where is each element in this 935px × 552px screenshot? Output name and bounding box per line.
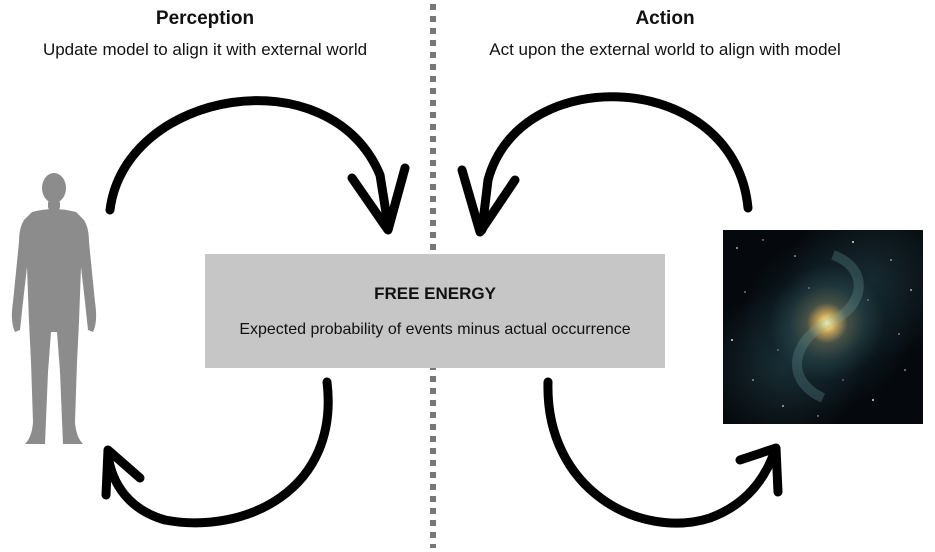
- galaxy-stars: [731, 239, 912, 417]
- free-energy-box: FREE ENERGY Expected probability of even…: [205, 254, 665, 368]
- perception-subtitle: Update model to align it with external w…: [42, 40, 368, 59]
- action-bottom-arrow-icon: [543, 377, 783, 528]
- perception-title: Perception: [155, 8, 255, 29]
- free-energy-title: FREE ENERGY: [374, 284, 496, 303]
- action-title: Action: [635, 8, 695, 29]
- free-energy-description: Expected probability of events minus act…: [239, 321, 631, 338]
- action-top-arrow-icon: [457, 92, 753, 237]
- perception-top-arrow-icon: [105, 96, 410, 235]
- galaxy-image: [723, 230, 923, 424]
- perception-bottom-arrow-icon: [101, 377, 333, 528]
- person-silhouette-icon: [11, 173, 97, 444]
- action-subtitle: Act upon the external world to align wit…: [489, 40, 841, 59]
